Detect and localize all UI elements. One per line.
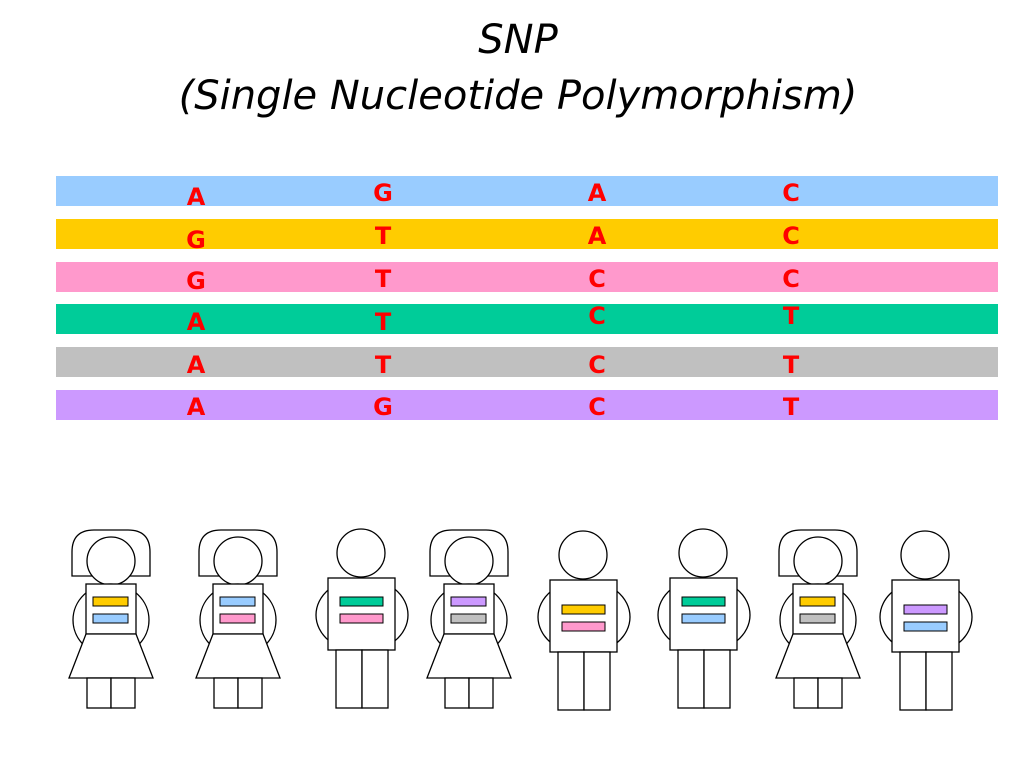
girl-figure-icon: [68, 529, 154, 709]
allele-letter: A: [587, 222, 607, 250]
title-line-1: SNP: [478, 17, 558, 63]
allele-letter: T: [782, 302, 800, 330]
boy-figure-icon: [315, 528, 409, 709]
allele-letter: C: [782, 222, 800, 250]
dress: [426, 633, 512, 679]
allele-marker-bottom: [339, 613, 384, 624]
allele-marker-top: [903, 604, 948, 615]
allele-letter: A: [186, 183, 206, 211]
allele-marker-top: [681, 596, 726, 607]
leg-left: [677, 649, 705, 709]
sequence-row: [56, 304, 998, 334]
dress: [68, 633, 154, 679]
allele-letter: T: [374, 265, 392, 293]
allele-letter: T: [374, 308, 392, 336]
torso: [85, 583, 137, 635]
leg-right: [817, 677, 843, 709]
allele-marker-bottom: [450, 613, 487, 624]
boy-figure-icon: [879, 530, 973, 711]
allele-marker-top: [219, 596, 256, 607]
sequence-row: [56, 219, 998, 249]
head: [793, 536, 843, 586]
allele-letter: C: [588, 393, 606, 421]
slide-title: SNP (Single Nucleotide Polymorphism): [12, 12, 1024, 124]
torso: [549, 579, 618, 653]
girl-figure-icon: [775, 529, 861, 709]
allele-letter: A: [186, 351, 206, 379]
torso: [792, 583, 844, 635]
allele-marker-top: [450, 596, 487, 607]
allele-marker-bottom: [799, 613, 836, 624]
leg-left: [557, 651, 585, 711]
torso: [443, 583, 495, 635]
leg-right: [925, 651, 953, 711]
allele-marker-bottom: [92, 613, 129, 624]
allele-letter: A: [186, 393, 206, 421]
dress: [775, 633, 861, 679]
dress: [195, 633, 281, 679]
allele-marker-bottom: [219, 613, 256, 624]
head: [213, 536, 263, 586]
leg-left: [444, 677, 470, 709]
head: [558, 530, 608, 580]
sequence-row: [56, 347, 998, 377]
head: [900, 530, 950, 580]
leg-right: [703, 649, 731, 709]
leg-right: [361, 649, 389, 709]
leg-right: [468, 677, 494, 709]
allele-letter: G: [186, 226, 206, 254]
allele-letter: T: [782, 393, 800, 421]
head: [336, 528, 386, 578]
allele-letter: T: [374, 222, 392, 250]
allele-letter: C: [588, 302, 606, 330]
leg-left: [213, 677, 239, 709]
boy-figure-icon: [537, 530, 631, 711]
leg-left: [793, 677, 819, 709]
allele-letter: C: [588, 265, 606, 293]
allele-letter: T: [782, 351, 800, 379]
torso: [891, 579, 960, 653]
girl-figure-icon: [195, 529, 281, 709]
girl-figure-icon: [426, 529, 512, 709]
allele-marker-top: [339, 596, 384, 607]
torso: [212, 583, 264, 635]
allele-marker-bottom: [681, 613, 726, 624]
leg-right: [237, 677, 263, 709]
leg-right: [583, 651, 611, 711]
leg-left: [86, 677, 112, 709]
leg-right: [110, 677, 136, 709]
allele-letter: G: [373, 179, 393, 207]
allele-letter: T: [374, 351, 392, 379]
head: [678, 528, 728, 578]
title-line-2: (Single Nucleotide Polymorphism): [178, 73, 858, 119]
allele-letter: C: [782, 179, 800, 207]
boy-figure-icon: [657, 528, 751, 709]
leg-left: [899, 651, 927, 711]
allele-marker-top: [561, 604, 606, 615]
allele-letter: C: [782, 265, 800, 293]
allele-marker-top: [799, 596, 836, 607]
allele-marker-bottom: [903, 621, 948, 632]
leg-left: [335, 649, 363, 709]
allele-letter: C: [588, 351, 606, 379]
allele-marker-bottom: [561, 621, 606, 632]
head: [444, 536, 494, 586]
allele-letter: G: [373, 393, 393, 421]
allele-marker-top: [92, 596, 129, 607]
allele-letter: A: [587, 179, 607, 207]
allele-letter: G: [186, 267, 206, 295]
sequence-row: [56, 390, 998, 420]
head: [86, 536, 136, 586]
sequence-row: [56, 262, 998, 292]
allele-letter: A: [186, 308, 206, 336]
sequence-row: [56, 176, 998, 206]
